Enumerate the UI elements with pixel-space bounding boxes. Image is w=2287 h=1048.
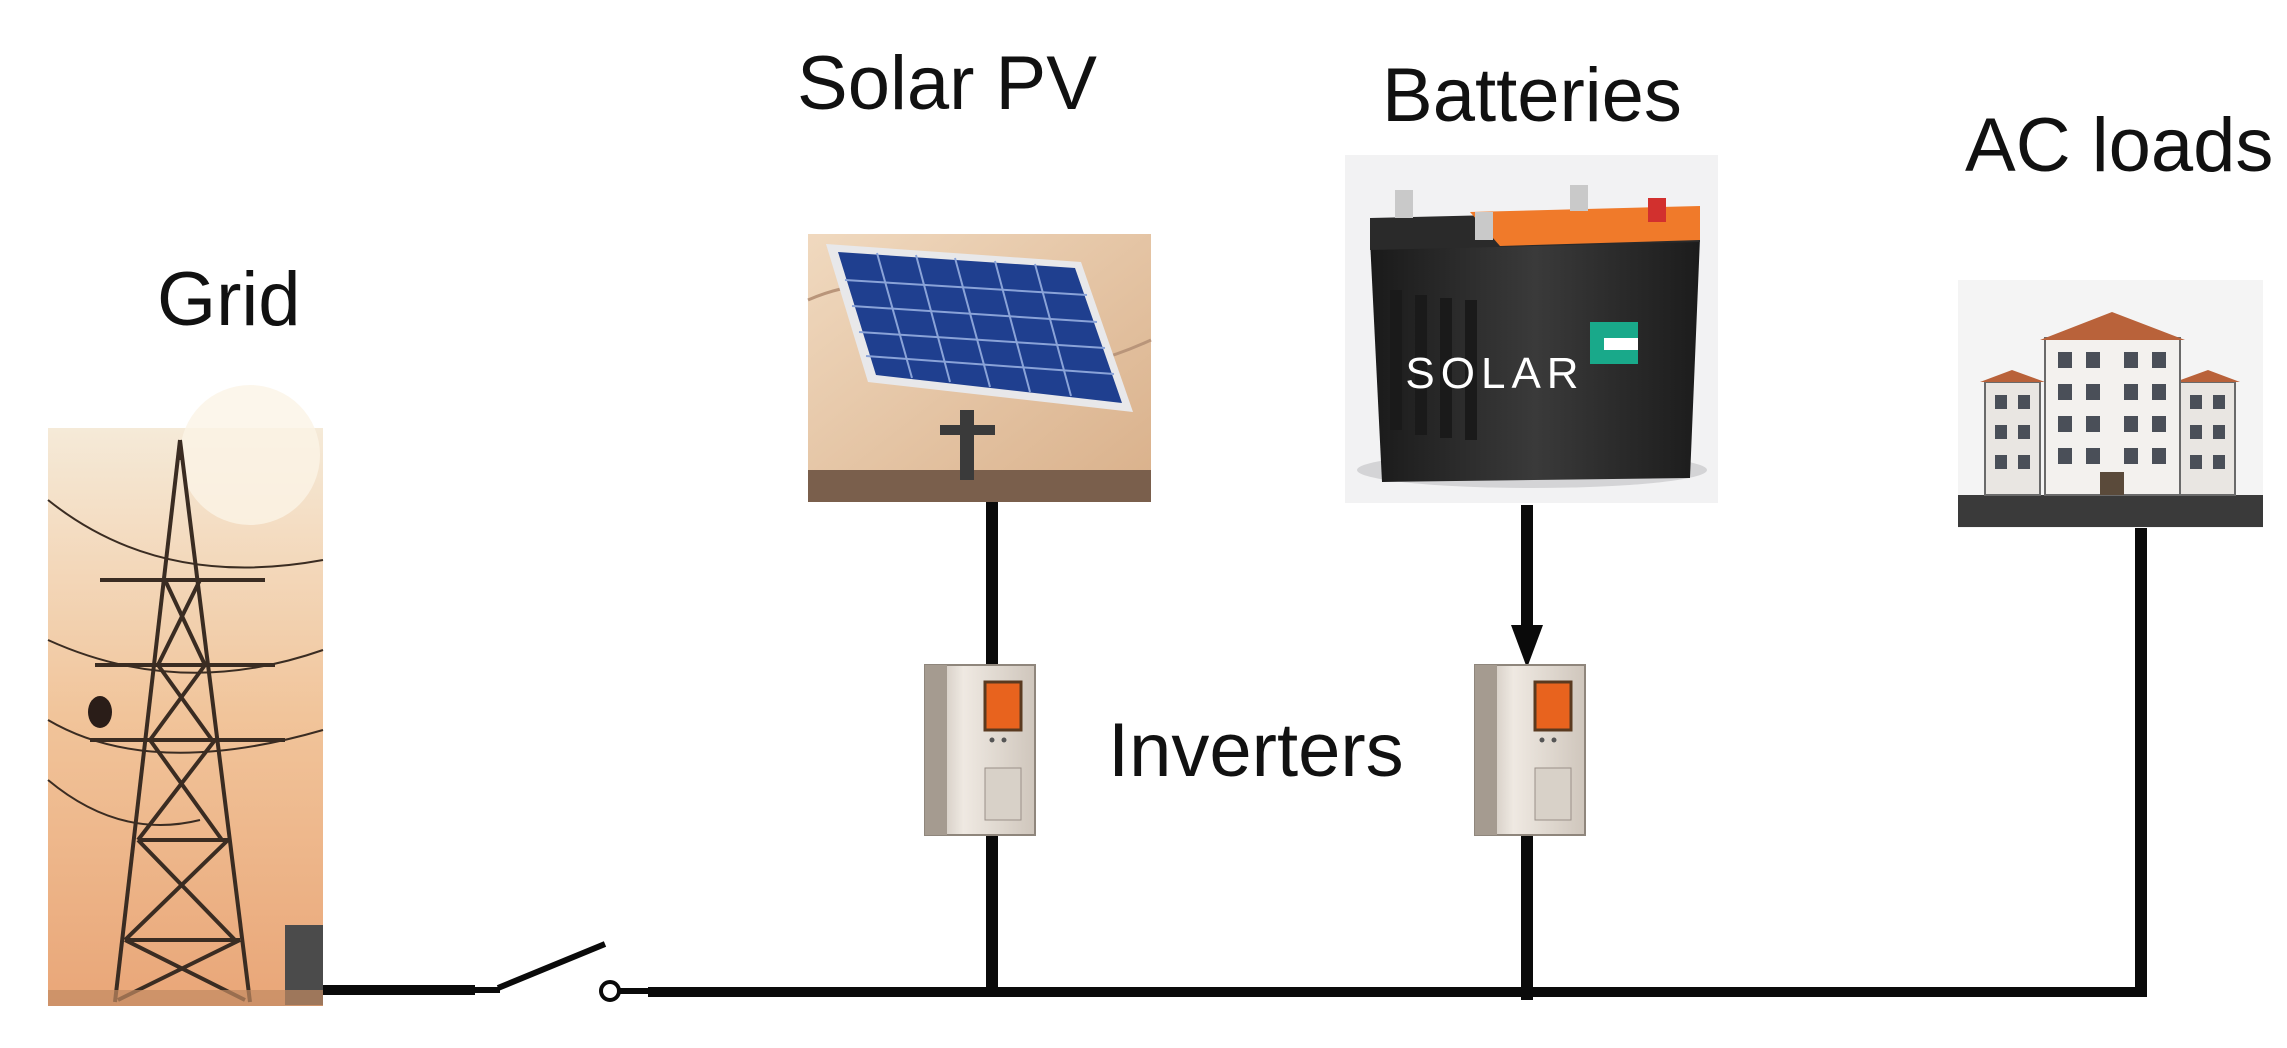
battery-image: SOLAR [1345, 155, 1718, 503]
grid-label: Grid [157, 257, 301, 342]
ac-loads-label: AC loads [1965, 103, 2274, 188]
pv-inverter-image [924, 664, 1036, 836]
building-image [1958, 280, 2263, 528]
grid-tower-image [47, 385, 324, 1006]
battery-arrow-icon [1511, 625, 1543, 668]
battery-brand-label: SOLAR [1405, 349, 1584, 398]
inverters-label: Inverters [1108, 708, 1404, 793]
solar-panel-image [807, 234, 1152, 502]
grid-switch [475, 941, 648, 1002]
battery-inverter-image [1474, 664, 1586, 836]
solar-pv-label: Solar PV [797, 41, 1097, 126]
wiring [320, 492, 2147, 1000]
batteries-label: Batteries [1382, 53, 1682, 138]
